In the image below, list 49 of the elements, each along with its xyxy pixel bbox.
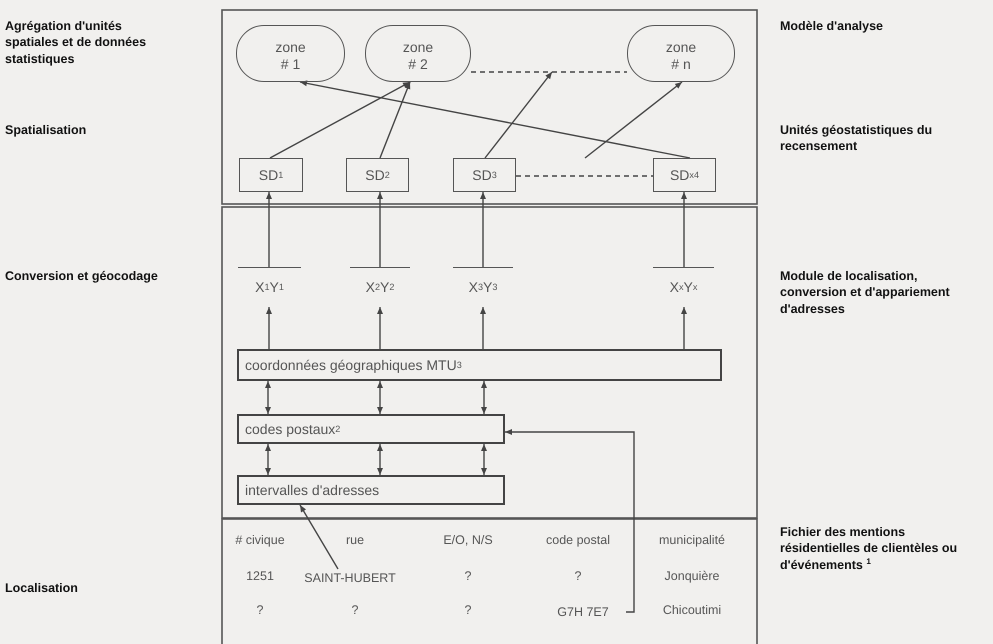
arrow [377,444,383,475]
section-label: Modèle d'analyse [780,18,884,34]
arrow [484,72,553,158]
table-cell: ? [352,603,358,617]
table-cell: SAINT-HUBERT [300,569,400,587]
table-cell: ? [256,603,264,617]
arrow [681,307,687,349]
table-cell: # civique [235,533,285,547]
section-label: Fichier des mentions résidentielles de clientèles ou d'événements $^{1}$ [780,524,958,573]
table-cell: ? [464,569,472,583]
arrow [265,444,271,475]
arrow [299,504,339,570]
arrow [270,81,410,159]
arrow [505,429,635,613]
section-label: Localisation [5,580,79,596]
process-box: intervalles d'adresses [237,475,505,505]
dashed-line [471,71,627,73]
table-cell: G7H 7E7 [540,603,626,621]
table-cell: code postal [546,533,610,547]
section-label: Agrégation d'unités spatiales et de données statistiques [5,18,148,67]
table-cell: ? [464,603,472,617]
arrow [266,307,272,349]
arrow [265,381,271,414]
section-label: Spatialisation [5,122,88,138]
arrow [266,192,272,267]
table-cell: ? [574,569,582,583]
arrow [681,192,687,267]
table-cell: Jonquière [664,569,720,583]
arrow [584,81,682,159]
arrow [481,381,487,414]
section-label: Conversion et géocodage [5,268,159,284]
arrow [481,444,487,475]
arrow [377,381,383,414]
process-box: codes postaux$^{2}$ [237,414,505,444]
arrow [379,82,411,158]
process-box: coordonnées géographiques MTU$^{3}$ [237,349,722,381]
arrow [377,307,383,349]
section-label: Module de localisation, conversion et d'appariement d'adresses [780,268,951,317]
arrow [300,80,690,159]
dashed-line [516,175,653,177]
table-cell: Chicoutimi [662,603,722,617]
table-cell: 1251 [246,569,274,583]
arrow [480,307,486,349]
table-cell: E/O, N/S [443,533,493,547]
table-cell: municipalité [659,533,725,547]
arrow [377,192,383,267]
section-label: Unités géostatistiques du recensement [780,122,934,154]
table-cell: rue [346,533,364,547]
arrow [480,192,486,267]
